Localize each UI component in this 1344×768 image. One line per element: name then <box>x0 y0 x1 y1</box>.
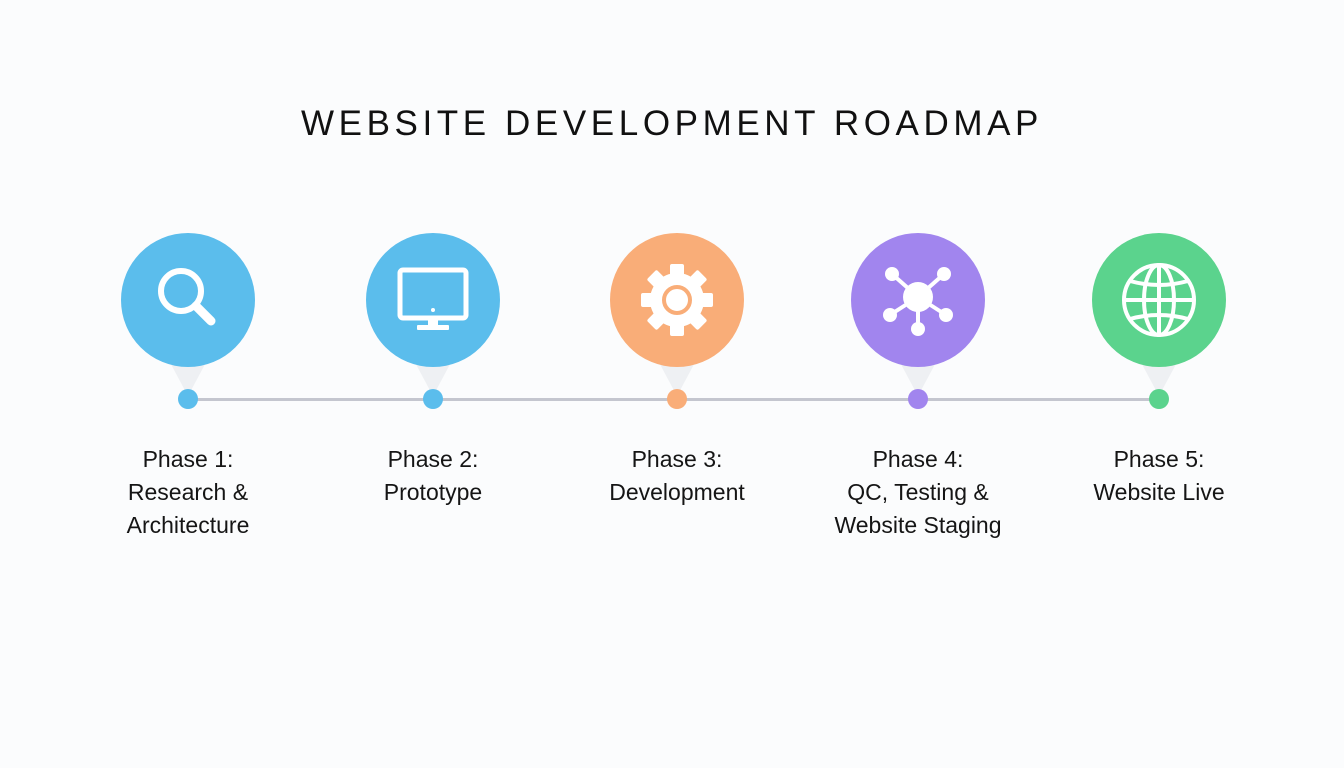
timeline-dot <box>1149 389 1169 409</box>
phase-title: Development <box>609 479 745 505</box>
globe-icon <box>1122 263 1196 337</box>
phase-heading: Phase 3: <box>631 446 723 472</box>
phase-5-label: Phase 5: Website Live <box>1039 443 1279 509</box>
phase-1: Phase 1: Research & Architecture <box>68 0 308 768</box>
phase-heading: Phase 4: <box>872 446 964 472</box>
search-icon <box>158 268 216 326</box>
phase-2-label: Phase 2: Prototype <box>313 443 553 509</box>
phase-2: Phase 2: Prototype <box>313 0 553 768</box>
phase-1-badge <box>121 233 255 367</box>
gear-icon <box>641 264 713 336</box>
phase-5-badge <box>1092 233 1226 367</box>
phase-title: Architecture <box>126 512 250 538</box>
phase-2-badge <box>366 233 500 367</box>
phase-title: Research & <box>127 479 249 505</box>
phase-1-label: Phase 1: Research & Architecture <box>68 443 308 542</box>
page-title: WEBSITE DEVELOPMENT ROADMAP <box>301 104 1043 143</box>
phase-heading: Phase 2: <box>387 446 479 472</box>
phase-5: Phase 5: Website Live <box>1039 0 1279 768</box>
phase-4: Phase 4: QC, Testing & Website Staging <box>798 0 1038 768</box>
network-icon <box>883 267 953 336</box>
phase-heading: Phase 1: <box>142 446 234 472</box>
phase-4-badge <box>851 233 985 367</box>
phase-title: Website Staging <box>834 512 1002 538</box>
timeline-dot <box>908 389 928 409</box>
phase-4-label: Phase 4: QC, Testing & Website Staging <box>798 443 1038 542</box>
monitor-icon <box>397 267 469 330</box>
phase-3-label: Phase 3: Development <box>557 443 797 509</box>
phase-title: Website Live <box>1093 479 1225 505</box>
timeline-dot <box>667 389 687 409</box>
timeline-dot <box>178 389 198 409</box>
phase-3: Phase 3: Development <box>557 0 797 768</box>
timeline-dot <box>423 389 443 409</box>
phase-heading: Phase 5: <box>1113 446 1205 472</box>
phase-title: QC, Testing & <box>847 479 989 505</box>
phase-title: Prototype <box>383 479 483 505</box>
phase-3-badge <box>610 233 744 367</box>
